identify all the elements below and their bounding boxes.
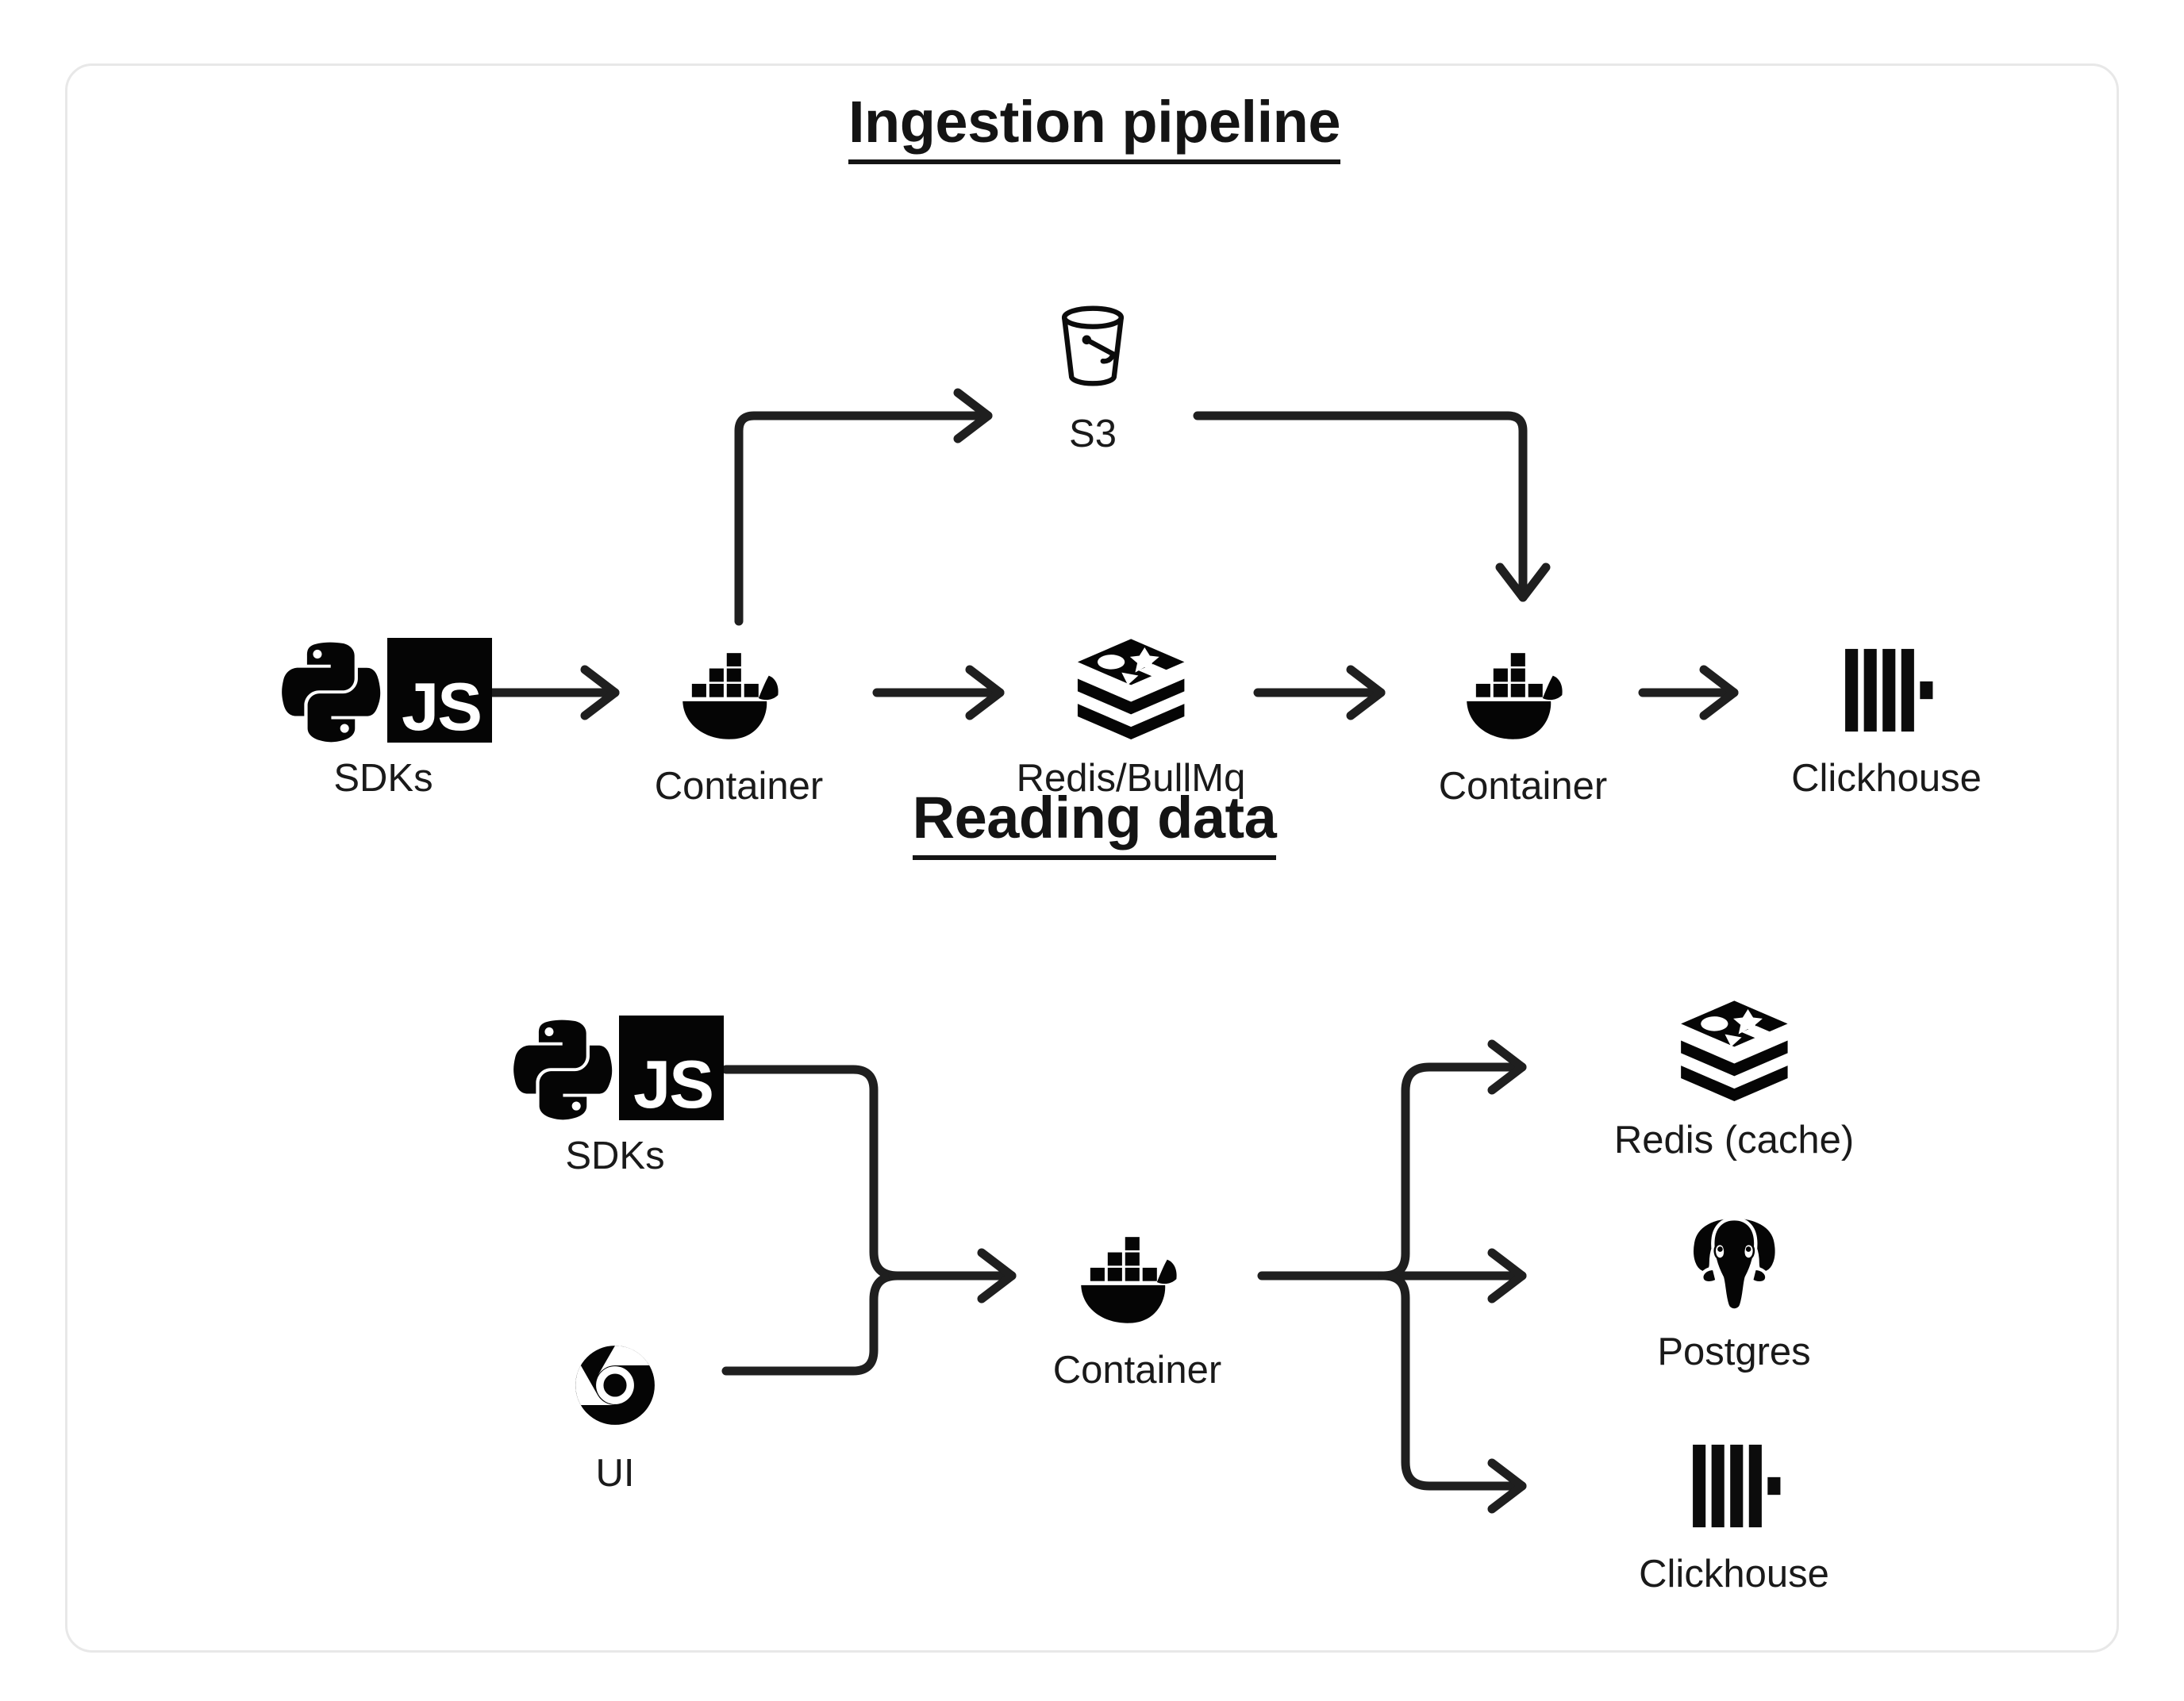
node-clickhouse-reading[interactable]: Clickhouse [1639, 1426, 1829, 1596]
python-icon [282, 642, 381, 743]
clickhouse-bars-icon [1837, 631, 1936, 750]
js-label: JS [633, 1047, 714, 1123]
node-ui[interactable]: UI [574, 1326, 656, 1496]
arrow-merge-to-container-3 [888, 1248, 1017, 1304]
node-label-ui: UI [595, 1452, 635, 1495]
clickhouse-bars-icon [1685, 1426, 1783, 1545]
node-container-ingestion-2[interactable]: Container [1439, 639, 1607, 808]
arrow-sdks-to-container-1 [487, 665, 620, 720]
node-label-clickhouse-reading: Clickhouse [1639, 1553, 1829, 1595]
diagram-card: .w { fill:none; stroke:#1f1f1f; stroke-w… [65, 63, 2119, 1653]
arrow-branch-to-postgres [1378, 1248, 1527, 1304]
node-label-sdks-ingestion: SDKs [333, 757, 433, 800]
postgres-elephant-icon [1683, 1204, 1785, 1323]
arrow-sdks-2-to-merge [721, 1065, 902, 1281]
node-label-container-reading: Container [1052, 1349, 1222, 1392]
s3-bucket-icon [1042, 286, 1144, 405]
docker-whale-icon [1076, 1223, 1199, 1342]
docker-whale-icon [678, 639, 801, 758]
section-title-reading-text: Reading data [912, 785, 1277, 860]
python-js-sdk-icon: JS [506, 1008, 724, 1127]
js-label: JS [402, 670, 483, 745]
node-sdks-ingestion[interactable]: JS SDKs [275, 631, 492, 801]
diagram-stage: .w { fill:none; stroke:#1f1f1f; stroke-w… [67, 66, 2121, 1655]
python-js-sdk-icon: JS [275, 631, 492, 750]
node-container-reading[interactable]: Container [1053, 1223, 1221, 1392]
javascript-icon: JS [619, 1016, 724, 1120]
redis-stack-icon [1677, 993, 1792, 1112]
python-icon [513, 1019, 613, 1120]
node-label-redis-bullmq: Redis/BullMq [1016, 757, 1246, 800]
node-redis-cache[interactable]: Redis (cache) [1614, 993, 1854, 1162]
node-label-clickhouse-ingestion: Clickhouse [1791, 757, 1982, 800]
node-clickhouse-ingestion[interactable]: Clickhouse [1791, 631, 1982, 801]
node-container-ingestion-1[interactable]: Container [655, 639, 823, 808]
docker-whale-icon [1462, 639, 1585, 758]
node-label-sdks-reading: SDKs [565, 1135, 665, 1177]
arrow-branch-to-redis-cache [1378, 1039, 1527, 1281]
node-redis-bullmq[interactable]: Redis/BullMq [1016, 631, 1246, 801]
section-title-ingestion: Ingestion pipeline [67, 88, 2121, 164]
node-label-s3: S3 [1069, 413, 1117, 455]
section-title-reading: Reading data [67, 784, 2121, 860]
redis-stack-icon [1073, 631, 1188, 750]
node-label-container-ingestion-2: Container [1438, 765, 1608, 808]
node-s3[interactable]: S3 [1042, 286, 1144, 456]
arrow-s3-to-container-2 [1193, 411, 1551, 602]
javascript-icon: JS [387, 638, 492, 743]
node-label-postgres: Postgres [1657, 1330, 1811, 1373]
arrow-container-1-to-s3 [734, 388, 993, 626]
node-postgres[interactable]: Postgres [1657, 1204, 1811, 1374]
arrow-branch-to-clickhouse-2 [1378, 1271, 1527, 1514]
arrow-redis-to-container-2 [1253, 665, 1386, 720]
chrome-browser-icon [574, 1326, 656, 1445]
arrow-container-2-to-clickhouse [1638, 665, 1739, 720]
node-sdks-reading[interactable]: JS SDKs [506, 1008, 724, 1178]
arrow-container-1-to-redis [872, 665, 1005, 720]
arrow-ui-to-merge [721, 1271, 902, 1376]
section-title-ingestion-text: Ingestion pipeline [848, 89, 1341, 164]
node-label-container-ingestion-1: Container [654, 765, 824, 808]
node-label-redis-cache: Redis (cache) [1613, 1119, 1855, 1162]
